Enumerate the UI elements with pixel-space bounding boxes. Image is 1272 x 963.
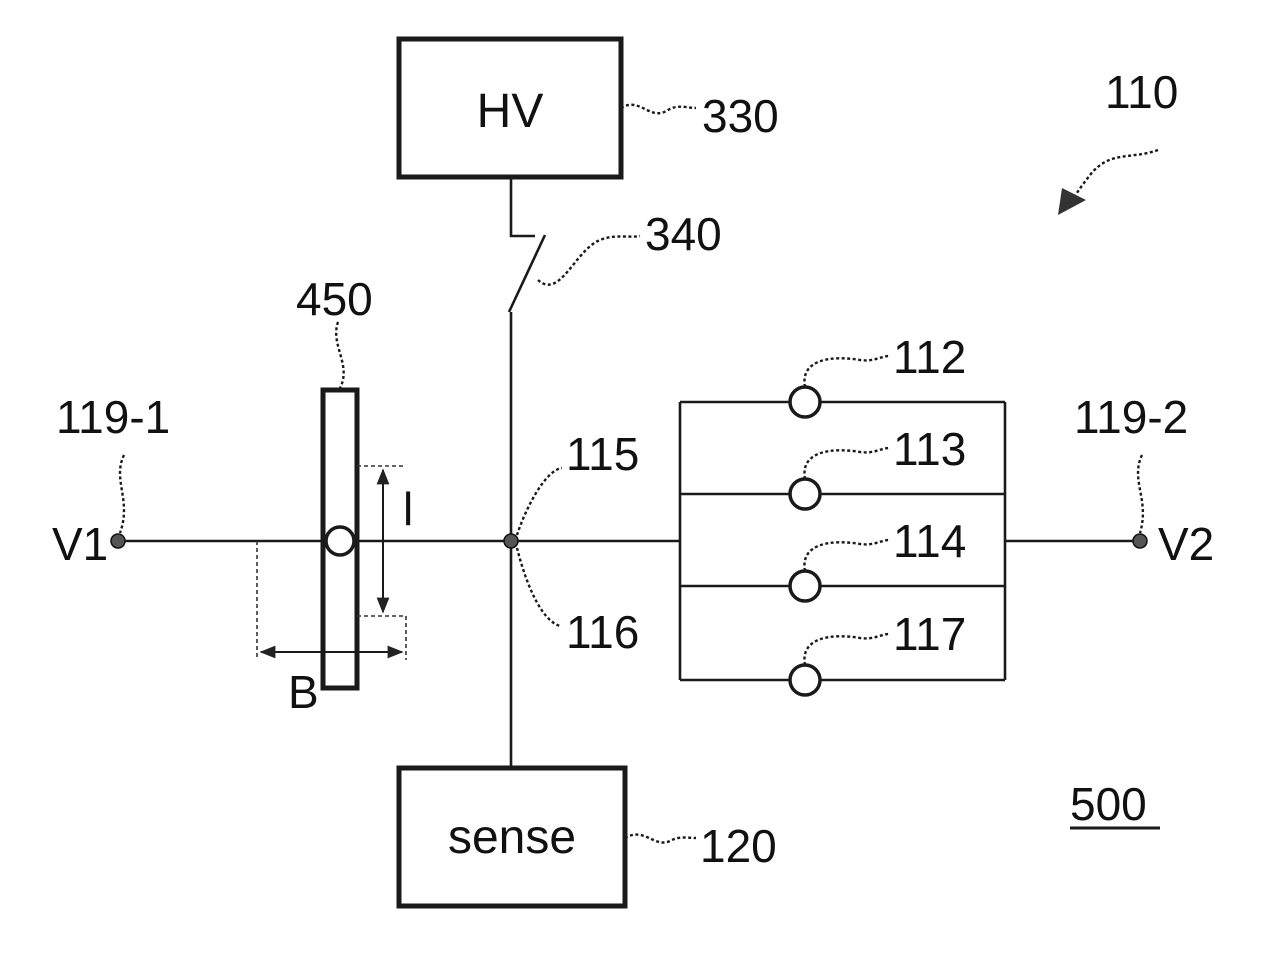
hv-box: HV: [399, 39, 621, 177]
dim-b-label: B: [288, 666, 319, 718]
dim-l-label: l: [403, 483, 413, 535]
ref-116: 116: [566, 606, 639, 658]
ref-119-2: 119-2: [1074, 391, 1188, 443]
ref-500: 500: [1070, 778, 1147, 830]
hv-label: HV: [477, 85, 544, 138]
ref-119-1: 119-1: [56, 391, 170, 443]
branch-element-112: [790, 387, 820, 417]
leader-119-1: [120, 455, 124, 533]
ref-115: 115: [566, 428, 639, 480]
leader-340: [538, 236, 640, 285]
branch-element-113: [790, 479, 820, 509]
leader-114: [804, 540, 890, 571]
v2-terminal: [1133, 534, 1147, 548]
sense-label: sense: [448, 811, 576, 864]
switch-blade: [509, 235, 545, 312]
element-450: [323, 390, 357, 688]
leader-120: [625, 835, 696, 843]
branch-element-117: [790, 665, 820, 695]
arrowhead-110: [1058, 188, 1086, 215]
leader-116: [517, 548, 560, 626]
ref-110: 110: [1105, 66, 1178, 118]
ref-112: 112: [893, 331, 966, 383]
leader-115: [517, 468, 562, 535]
leader-110: [1070, 150, 1158, 205]
ref-450: 450: [296, 273, 373, 325]
branch-element-114: [790, 571, 820, 601]
ref-114: 114: [893, 515, 966, 567]
v1-label: V1: [52, 518, 108, 570]
v1-terminal: [111, 534, 125, 548]
leader-113: [804, 448, 890, 479]
junction-node: [504, 534, 518, 548]
ref-117: 117: [893, 608, 966, 660]
ref-113: 113: [893, 423, 966, 475]
ref-330: 330: [702, 90, 779, 142]
v2-label: V2: [1158, 518, 1214, 570]
ref-120: 120: [700, 820, 777, 872]
ref-340: 340: [645, 208, 722, 260]
leader-112: [804, 356, 890, 387]
leader-450: [336, 322, 343, 388]
leader-117: [804, 634, 890, 665]
leader-330: [621, 105, 696, 113]
leader-119-2: [1138, 455, 1143, 533]
sense-box: sense: [399, 768, 625, 906]
hv-to-switch-wire: [511, 177, 535, 236]
